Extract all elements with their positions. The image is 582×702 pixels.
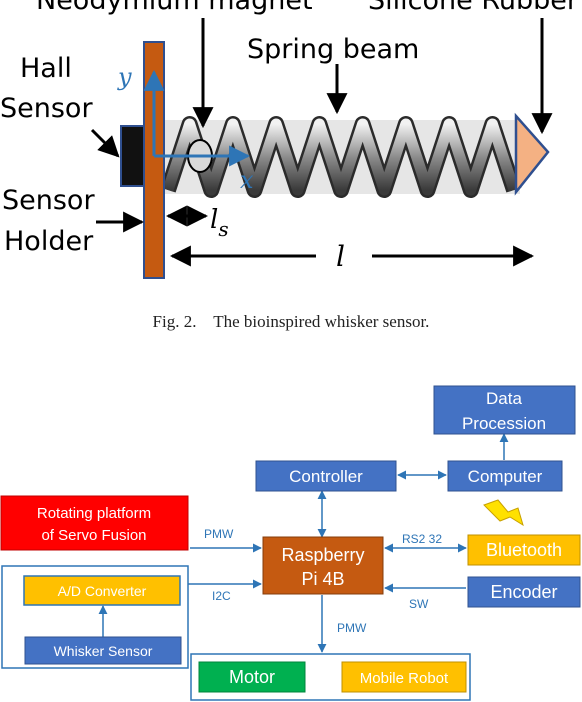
sensor-holder-plate — [143, 41, 165, 279]
encoder-block — [467, 576, 581, 608]
motor-label: Motor — [229, 667, 275, 687]
rotating-platform-block — [0, 495, 189, 551]
system-block-diagram: Data Procession Controller Computer Rota… — [0, 385, 581, 701]
rs232-label: RS2 32 — [402, 532, 442, 546]
ls-main: l — [210, 205, 218, 235]
robot-group-box — [190, 653, 471, 701]
spring-coil — [160, 116, 522, 198]
caption-text: The bioinspired whisker sensor. — [213, 312, 430, 331]
rotating-platform-label-line1: Rotating platform — [37, 505, 151, 522]
figure-caption: Fig. 2. The bioinspired whisker sensor. — [0, 312, 582, 332]
i2c-label: I2C — [212, 589, 231, 603]
wireless-bolt-icon — [483, 499, 524, 527]
mobile-robot-block — [341, 661, 467, 693]
raspberry-pi-label-line2: Pi 4B — [301, 569, 344, 589]
adc-block — [23, 575, 181, 606]
bluetooth-block — [467, 534, 581, 566]
whisker-sensor-label: Whisker Sensor — [54, 643, 153, 659]
whisker-sensor-block — [24, 636, 182, 665]
holder-label-line1: Sensor — [2, 185, 95, 216]
data-procession-label-line1: Data — [486, 389, 522, 408]
ls-subscript: s — [218, 217, 228, 241]
hall-sensor-block — [120, 125, 145, 187]
data-procession-block — [433, 385, 576, 435]
controller-block — [255, 460, 397, 492]
hall-label-line2: Sensor — [0, 93, 93, 124]
spring-coil-wire — [162, 118, 520, 196]
l-label: l — [336, 240, 345, 273]
rubber-label: Silicone Rubber — [368, 0, 579, 16]
caption-gap — [196, 312, 213, 331]
encoder-label: Encoder — [490, 582, 557, 602]
adc-label: A/D Converter — [58, 583, 147, 599]
raspberry-pi-label-line1: Raspberry — [281, 545, 364, 565]
mobile-robot-label: Mobile Robot — [360, 670, 449, 687]
whisker-sensor-illustration: y x Neodymium magnet Silicone Rubber Spr… — [0, 0, 579, 279]
computer-label: Computer — [468, 467, 543, 486]
hall-label-line1: Hall — [20, 53, 72, 84]
sw-label: SW — [409, 597, 429, 611]
pmw-down-label: PMW — [337, 621, 367, 635]
computer-block — [447, 460, 563, 492]
x-axis-label: x — [240, 166, 254, 194]
hall-pointer — [90, 128, 120, 158]
raspberry-pi-block — [262, 536, 384, 595]
controller-label: Controller — [289, 467, 363, 486]
caption-number: Fig. 2. — [152, 312, 197, 331]
pmw-left-label: PMW — [204, 527, 234, 541]
data-procession-label-line2: Procession — [462, 414, 546, 433]
spring-label: Spring beam — [247, 34, 419, 65]
holder-label-line2: Holder — [4, 226, 94, 257]
magnet-label: Neodymium magnet — [36, 0, 313, 16]
ls-label: ls — [210, 205, 229, 241]
y-axis-label: y — [117, 63, 132, 91]
rotating-platform-label-line2: of Servo Fusion — [41, 527, 146, 544]
sensor-group-box — [1, 565, 189, 669]
motor-block — [198, 661, 306, 693]
bluetooth-label: Bluetooth — [486, 540, 562, 560]
